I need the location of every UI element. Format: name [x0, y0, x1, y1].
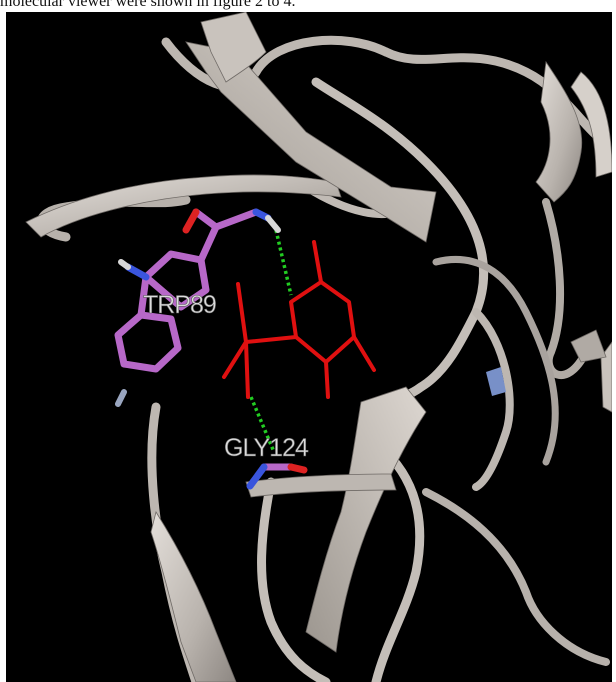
- residue-label-trp89: TRP89: [143, 291, 216, 319]
- hydrogen-bonds: [249, 229, 293, 453]
- molecular-viewer[interactable]: TRP89 GLY124: [6, 12, 612, 682]
- protein-structure: TRP89 GLY124: [25, 12, 612, 682]
- residue-gly124: [246, 463, 308, 490]
- caption-text: molecular viewer were shown in figure 2 …: [0, 0, 296, 10]
- beta-sheets: [25, 12, 612, 682]
- residue-trp89: [114, 208, 281, 407]
- ligand-molecule: [222, 240, 376, 399]
- residue-label-gly124: GLY124: [224, 434, 309, 462]
